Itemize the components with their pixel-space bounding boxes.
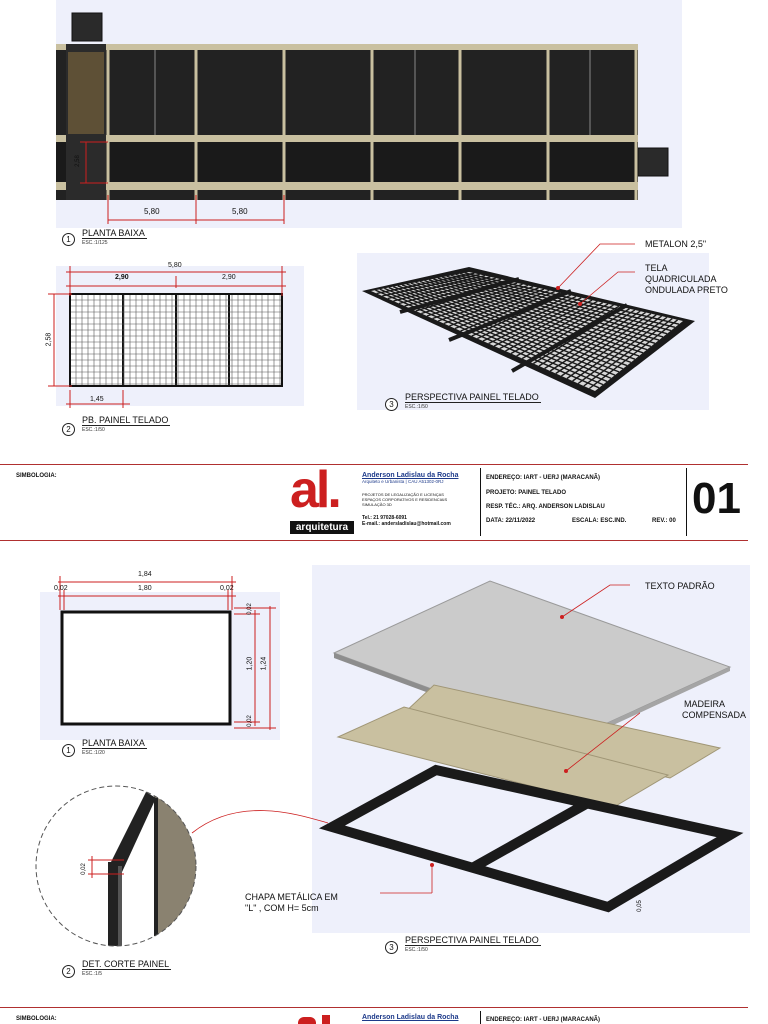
logo-subtext: arquitetura [290,521,354,534]
scale-field: ESCALA: ESC.IND. [572,518,627,524]
logo: al. arquitetura [290,461,354,534]
note-label: "L" , COM H= 5cm [245,903,319,913]
note-label: QUADRICULADA [645,274,717,284]
title-block-divider [480,468,481,536]
title-block-divider [686,468,687,536]
author-name: Anderson Ladislau da Rocha [362,472,459,479]
sheet-number: 01 [692,474,741,523]
address-field: ENDEREÇO: IART - UERJ (MARACANÃ) [486,1017,600,1023]
view-title: PERSPECTIVA PAINEL TELADO [405,935,541,946]
logo-mark: al. [290,461,342,519]
project-field: PROJETO: PAINEL TELADO [486,490,567,496]
panel-plan-drawing [48,266,286,408]
exploded-perspective-drawing [318,580,744,913]
dim-label: 5,80 [232,207,248,216]
note-label: TELA [645,263,668,273]
address-field: ENDEREÇO: IART - UERJ (MARACANÃ) [486,475,600,481]
service-line: SIMULAÇÃO 3D [362,502,392,507]
section-detail-drawing [35,785,197,947]
note-label: CHAPA METÁLICA EM [245,892,338,902]
note-label: MADEIRA [684,699,726,709]
view-number: 3 [385,398,398,411]
view-scale: ESC.:1/50 [82,427,105,433]
leader-lines [191,584,640,894]
dim-label: 2,90 [222,274,236,281]
dim-label: 0,02 [220,585,234,592]
dim-label-vertical: 0,02 [80,863,87,875]
date-field: DATA: 22/11/2022 [486,518,536,524]
leader-lines [556,243,635,306]
revision-field: REV.: 00 [652,518,676,524]
view-scale: ESC.:1/5 [82,971,103,977]
note-label: TEXTO PADRÃO [645,581,715,591]
board-plan-drawing [58,576,276,730]
title-block-rule-top [0,1007,748,1008]
view-scale: ESC.:1/125 [82,240,108,246]
author-block: Anderson Ladislau da Rocha Arquiteto e U… [362,472,474,527]
view-scale: ESC.:1/50 [405,404,428,410]
dim-label-vertical: 2,58 [45,332,53,347]
view-title: DET. CORTE PAINEL [82,959,172,970]
service-line: ESPAÇOS CORPORATIVOS E RESIDENCIAIS [362,497,448,502]
dim-label: 5,80 [168,262,182,269]
view-number: 1 [62,744,75,757]
dim-label: 1,80 [138,585,152,592]
view-title: PLANTA BAIXA [82,738,147,749]
dim-label-vertical: 2,58 [74,155,81,167]
title-block-divider [480,1011,481,1024]
symbology-label: SIMBOLOGIA: [16,1016,57,1022]
dim-label: 2,90 [115,274,129,281]
dim-label: 0,02 [54,585,68,592]
note-label: COMPENSADA [682,710,747,720]
note-label: ONDULADA PRETO [645,285,728,295]
dim-label: 1,84 [138,571,152,578]
dim-label: 5,80 [144,207,160,216]
responsible-field: RESP. TÉC.: ARQ. ANDERSON LADISLAU [486,504,605,510]
view-number: 1 [62,233,75,246]
dim-label-vertical: 0,05 [636,900,643,912]
dim-label: 1,45 [90,396,104,403]
floor-plan-drawing [56,12,669,224]
service-line: PROJETOS DE LEGALIZAÇÃO E LICENÇAS [362,492,444,497]
view-title: PERSPECTIVA PAINEL TELADO [405,392,541,403]
title-block-rule-bottom [0,540,748,541]
view-number: 2 [62,423,75,436]
author-name: Anderson Ladislau da Rocha [362,1014,459,1021]
view-title: PLANTA BAIXA [82,228,147,239]
symbology-label: SIMBOLOGIA: [16,473,57,479]
view-scale: ESC.:1/20 [82,750,105,756]
view-scale: ESC.:1/50 [405,947,428,953]
view-number: 2 [62,965,75,978]
email: E-mail.: andersladislau@hotmail.com [362,521,451,527]
author-subtitle: Arquiteto e Urbanista | CAU A51302-0RJ [362,479,444,484]
title-block-rule-top [0,464,748,465]
note-label: METALON 2,5" [645,239,707,249]
view-number: 3 [385,941,398,954]
phone: Tel.: 21 97028-6091 [362,515,407,521]
view-title: PB. PAINEL TELADO [82,415,171,426]
panel-perspective-drawing [362,267,695,398]
logo-partial [290,1013,354,1024]
